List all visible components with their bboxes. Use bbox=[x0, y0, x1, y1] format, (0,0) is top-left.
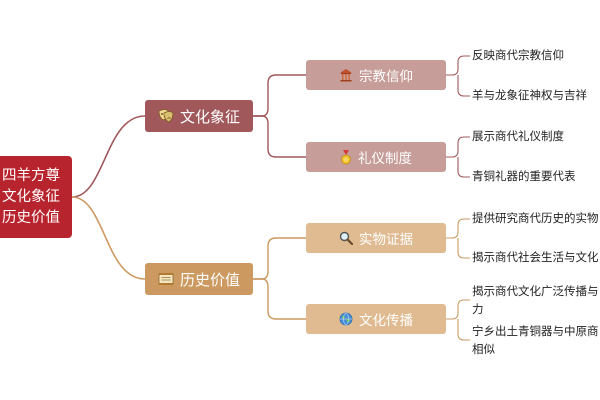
leaf-spread-2: 宁乡出土青铜器与中原商 相似 bbox=[472, 324, 599, 356]
root-line-3: 历史价值 bbox=[2, 209, 60, 226]
node-religion-label: 宗教信仰 bbox=[359, 69, 413, 85]
leaf-religion-1: 反映商代宗教信仰 bbox=[472, 48, 564, 62]
connector-evidence-leaves bbox=[446, 218, 470, 259]
theater-mask-icon bbox=[158, 109, 174, 123]
leaf-evidence-1: 提供研究商代历史的实物 bbox=[472, 211, 599, 225]
node-evidence-label: 实物证据 bbox=[359, 232, 413, 248]
node-culture-label: 文化象征 bbox=[179, 107, 240, 126]
connector-root-history bbox=[71, 196, 146, 280]
root-line-1: 四羊方尊 bbox=[2, 167, 60, 184]
connector-culture-ritual bbox=[253, 115, 306, 158]
node-ritual-system[interactable]: 礼仪制度 bbox=[306, 142, 446, 172]
leaf-religion-2: 羊与龙象征神权与吉祥 bbox=[472, 88, 587, 102]
connector-ritual-leaves bbox=[446, 136, 470, 178]
connector-history-spread bbox=[253, 278, 306, 320]
node-history-label: 历史价值 bbox=[179, 270, 240, 289]
connector-history-evidence bbox=[253, 237, 306, 280]
node-historical-value[interactable]: 历史价值 bbox=[145, 263, 253, 295]
leaf-evidence-2: 揭示商代社会生活与文化 bbox=[472, 250, 599, 264]
node-physical-evidence[interactable]: 实物证据 bbox=[306, 223, 446, 253]
node-cultural-spread[interactable]: 文化传播 bbox=[306, 304, 446, 334]
node-ritual-label: 礼仪制度 bbox=[358, 151, 412, 167]
leaf-spread-1: 揭示商代文化广泛传播与 力 bbox=[472, 284, 599, 316]
leaf-ritual-2: 青铜礼器的重要代表 bbox=[472, 169, 576, 183]
connector-root-culture bbox=[71, 115, 146, 198]
node-religious-belief[interactable]: 宗教信仰 bbox=[306, 60, 446, 90]
root-node[interactable]: 四羊方尊 文化象征 历史价值 bbox=[0, 156, 72, 238]
node-spread-label: 文化传播 bbox=[359, 313, 413, 329]
temple-icon bbox=[339, 68, 353, 82]
globe-icon bbox=[339, 312, 353, 326]
medal-icon bbox=[340, 149, 352, 165]
leaf-ritual-1: 展示商代礼仪制度 bbox=[472, 129, 564, 143]
connector-spread-leaves bbox=[446, 299, 470, 341]
scroll-icon bbox=[158, 272, 174, 286]
connector-religion-leaves bbox=[446, 55, 470, 97]
node-culture-symbol[interactable]: 文化象征 bbox=[145, 100, 253, 132]
root-line-2: 文化象征 bbox=[2, 188, 60, 205]
magnifier-icon bbox=[339, 231, 353, 245]
connector-culture-religion bbox=[253, 74, 306, 117]
